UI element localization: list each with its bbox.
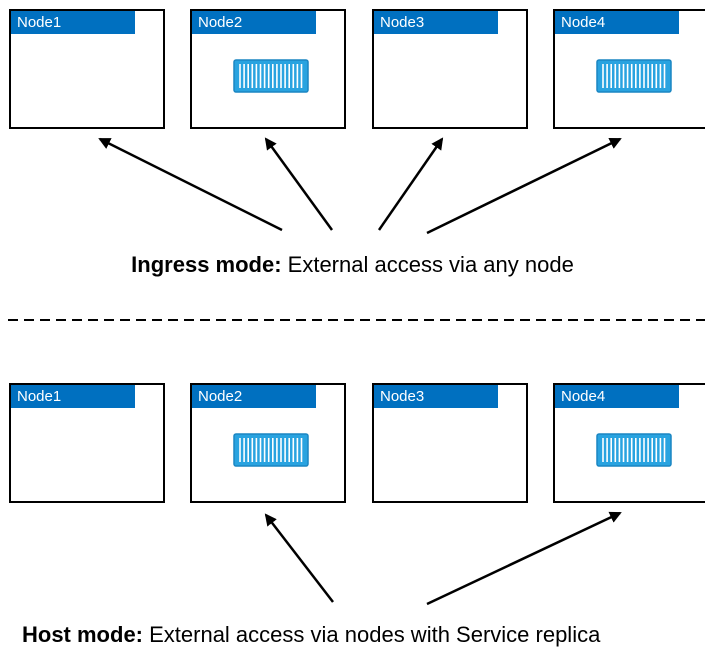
container-icon [596, 59, 672, 93]
node-label: Node3 [374, 385, 498, 408]
container-icon [233, 59, 309, 93]
ingress-arrow-node3 [377, 137, 444, 231]
node-label: Node1 [11, 385, 135, 408]
ingress-node1: Node1 [9, 9, 165, 129]
ingress-caption: Ingress mode: External access via any no… [0, 252, 705, 278]
node-label: Node3 [374, 11, 498, 34]
ingress-arrow-node4 [426, 137, 622, 235]
ingress-node4: Node4 [553, 9, 705, 129]
node-label: Node2 [192, 11, 316, 34]
host-node1: Node1 [9, 383, 165, 503]
ingress-caption-bold: Ingress mode: [131, 252, 282, 277]
ingress-caption-text: External access via any node [281, 252, 574, 277]
host-node3: Node3 [372, 383, 528, 503]
ingress-node3: Node3 [372, 9, 528, 129]
container-icon [233, 433, 309, 467]
container-icon [596, 433, 672, 467]
node-label: Node2 [192, 385, 316, 408]
host-arrow-node4 [426, 511, 622, 606]
ingress-arrow-node1 [98, 137, 283, 232]
ingress-node2: Node2 [190, 9, 346, 129]
host-caption: Host mode: External access via nodes wit… [22, 622, 705, 648]
ingress-arrow-node2 [264, 137, 334, 231]
node-label: Node1 [11, 11, 135, 34]
host-caption-text: External access via nodes with Service r… [143, 622, 601, 647]
node-label: Node4 [555, 385, 679, 408]
host-caption-bold: Host mode: [22, 622, 143, 647]
host-arrow-node2 [264, 513, 334, 603]
host-node4: Node4 [553, 383, 705, 503]
host-node2: Node2 [190, 383, 346, 503]
node-label: Node4 [555, 11, 679, 34]
